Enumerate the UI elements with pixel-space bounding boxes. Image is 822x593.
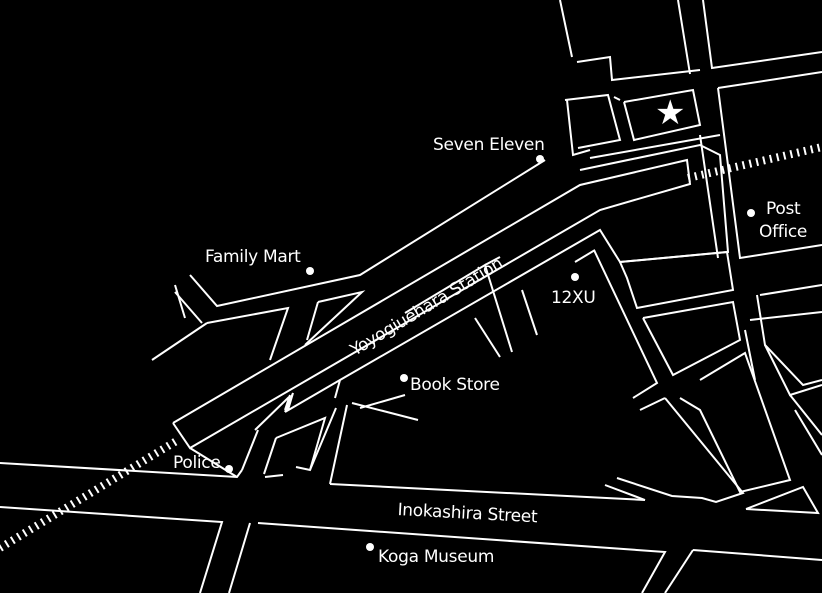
star-icon: ★ bbox=[655, 93, 686, 133]
railway-line bbox=[0, 143, 822, 552]
landmark-label: Post bbox=[766, 199, 801, 219]
landmark-label: Family Mart bbox=[205, 247, 301, 267]
landmark-label: Police bbox=[173, 453, 221, 473]
landmark-label: Book Store bbox=[410, 375, 500, 395]
landmark-label: Seven Eleven bbox=[433, 135, 545, 155]
landmark-label: Office bbox=[759, 222, 808, 242]
inokashira-street bbox=[0, 462, 822, 593]
east-blocks bbox=[574, 249, 822, 515]
location-dot-icon bbox=[306, 267, 314, 275]
landmark-label: 12XU bbox=[551, 288, 596, 308]
location-dot-icon bbox=[571, 273, 579, 281]
south-blocks bbox=[189, 256, 538, 485]
location-dot-icon bbox=[225, 465, 233, 473]
location-dot-icon bbox=[536, 155, 544, 163]
location-dot-icon bbox=[747, 209, 755, 217]
landmark-label: Koga Museum bbox=[378, 547, 495, 567]
location-dot-icon bbox=[366, 543, 374, 551]
north-blocks bbox=[559, 0, 822, 260]
location-dot-icon bbox=[400, 374, 408, 382]
